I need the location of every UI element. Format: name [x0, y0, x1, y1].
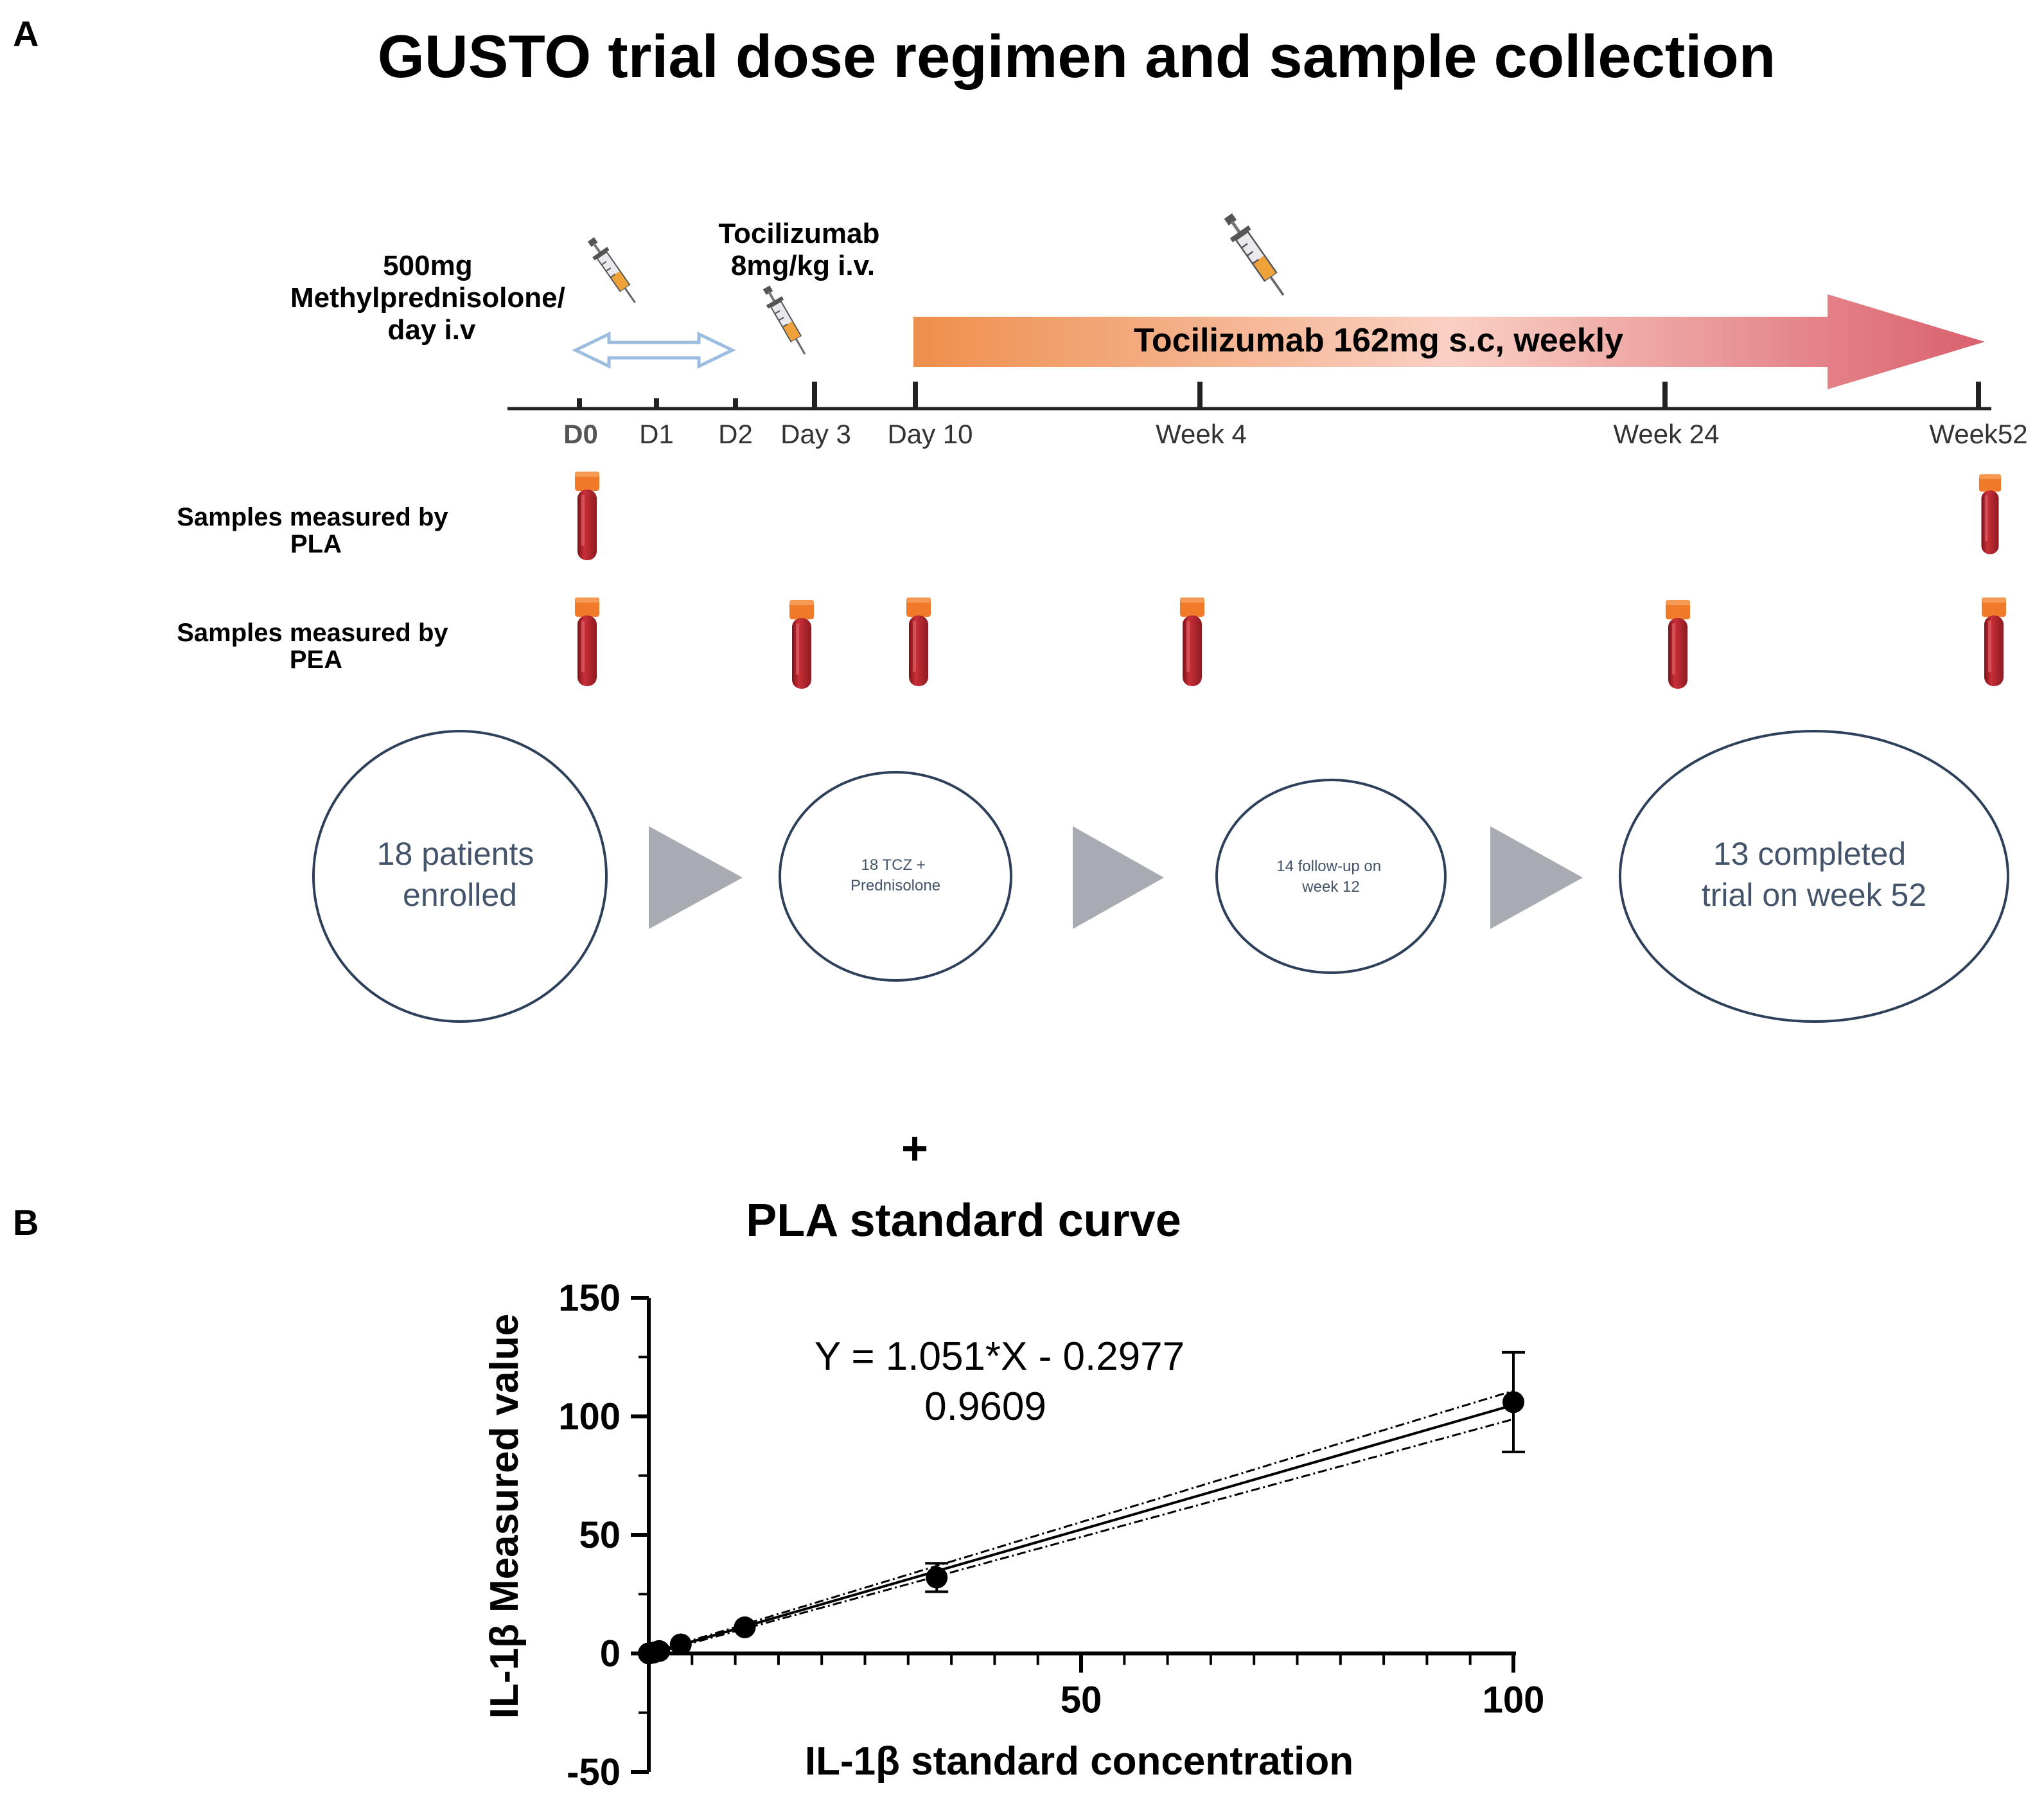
fit-line: [648, 1403, 1514, 1656]
fit-equation: Y = 1.051*X - 0.2977: [815, 1334, 1185, 1379]
timepoint-label: Day 3: [780, 419, 851, 449]
blood-tube-icon: [575, 472, 599, 560]
flow-text-followup: 14 follow-up on week 12: [1276, 858, 1385, 896]
blood-tube-icon: [575, 598, 599, 686]
x-tick-label: 100: [1483, 1679, 1545, 1721]
syringe-icon: [582, 233, 644, 309]
timepoint-label: Week 24: [1614, 419, 1720, 449]
flow-line: 13 completed: [1713, 836, 1906, 872]
flow-line: enrolled: [403, 877, 517, 913]
y-tick-labels: -50 0 50 100 150: [558, 1277, 621, 1793]
methylpred-line-1: 500mg: [383, 250, 472, 281]
flow-circle-enrolled: [312, 730, 608, 1023]
data-point: [669, 1633, 692, 1656]
methylpred-line-2: Methylprednisolone/: [290, 282, 565, 314]
data-point: [648, 1640, 671, 1662]
flow-text-enrolled: 18 patients enrolled: [377, 836, 543, 913]
methylpred-label: 500mg Methylprednisolone/ day i.v: [290, 250, 573, 346]
tcz-iv-label: Tocilizumab 8mg/kg i.v.: [718, 218, 887, 281]
pla-row-line-2: PLA: [290, 530, 342, 558]
tcz-sc-label: Tocilizumab 162mg s.c, weekly: [1134, 322, 1623, 359]
blood-tube-icon: [789, 600, 814, 689]
fit-r2: 0.9609: [924, 1385, 1046, 1429]
flow-line: 18 TCZ +: [861, 856, 926, 874]
panel-b-letter: B: [13, 1202, 39, 1243]
timepoint-label: D2: [718, 419, 753, 449]
panel-a-letter: A: [13, 13, 39, 54]
y-tick-label: 0: [600, 1633, 621, 1675]
flow-line: 14 follow-up on: [1276, 858, 1381, 875]
flow-line: 18 patients: [377, 836, 534, 872]
flow-line: Prednisolone: [850, 877, 940, 894]
pla-row-label: Samples measured by PLA: [177, 503, 455, 558]
methylpred-line-3: day i.v: [388, 314, 476, 346]
blood-tube-icon: [1978, 474, 2002, 554]
timepoint-labels: D0 D1 D2 Day 3 Day 10 Week 4 Week 24 Wee…: [563, 419, 2028, 449]
flow-arrow-icon: [1490, 826, 1583, 929]
data-points: [638, 1350, 1525, 1665]
flow-arrow-icon: [1073, 826, 1164, 929]
flow-text-tcz-pred: 18 TCZ + Prednisolone: [850, 856, 940, 894]
plus-sign: +: [901, 1123, 928, 1174]
flow-arrow-icon: [649, 826, 743, 929]
x-tick-label: 50: [1061, 1679, 1102, 1721]
double-arrow-icon: [572, 332, 736, 369]
y-tick-label: -50: [567, 1751, 621, 1793]
pea-row-line-1: Samples measured by: [177, 619, 448, 647]
tcz-sc-arrow: [913, 294, 1985, 389]
timeline-ticks: [577, 382, 1981, 409]
data-point: [926, 1566, 948, 1589]
flow-line: trial on week 52: [1702, 877, 1926, 913]
pla-row-line-1: Samples measured by: [177, 503, 448, 531]
y-tick-label: 150: [558, 1277, 621, 1319]
pea-row-line-2: PEA: [290, 646, 342, 674]
ci-upper-line: [648, 1390, 1514, 1654]
timepoint-label: Week52: [1929, 419, 2027, 449]
blood-tube-icon: [906, 598, 931, 686]
data-point: [734, 1616, 756, 1638]
panel-a-title: GUSTO trial dose regimen and sample coll…: [378, 22, 1776, 90]
ci-lower-line: [648, 1418, 1514, 1656]
flow-circle-followup: [1215, 779, 1447, 974]
flow-circle-tcz-pred: [779, 771, 1012, 982]
timepoint-label: D1: [639, 419, 674, 449]
blood-tube-icon: [1982, 598, 2006, 686]
timepoint-label: Day 10: [887, 419, 973, 449]
y-axis-label: IL-1β Measured value: [482, 1314, 527, 1719]
tcz-iv-line-1: Tocilizumab: [718, 218, 879, 249]
x-tick-labels: 50 100: [1061, 1679, 1545, 1721]
chart-title: PLA standard curve: [746, 1195, 1181, 1246]
syringe-icon: [757, 281, 814, 360]
y-tick-label: 50: [579, 1514, 621, 1556]
syringe-icon: [1217, 208, 1294, 303]
tcz-iv-line-2: 8mg/kg i.v.: [731, 250, 875, 281]
flow-circle-completed: [1619, 730, 2009, 1023]
pea-row-label: Samples measured by PEA: [177, 619, 455, 674]
timepoint-label: Week 4: [1156, 419, 1247, 449]
fit-lines: [648, 1390, 1514, 1656]
flow-text-completed: 13 completed trial on week 52: [1702, 836, 1926, 913]
timepoint-label: D0: [563, 419, 598, 449]
x-axis-label: IL-1β standard concentration: [805, 1739, 1353, 1784]
data-point: [1502, 1391, 1524, 1413]
flow-line: week 12: [1301, 878, 1359, 896]
blood-tube-icon: [1180, 598, 1204, 686]
blood-tube-icon: [1666, 600, 1690, 689]
y-tick-label: 100: [558, 1396, 621, 1438]
